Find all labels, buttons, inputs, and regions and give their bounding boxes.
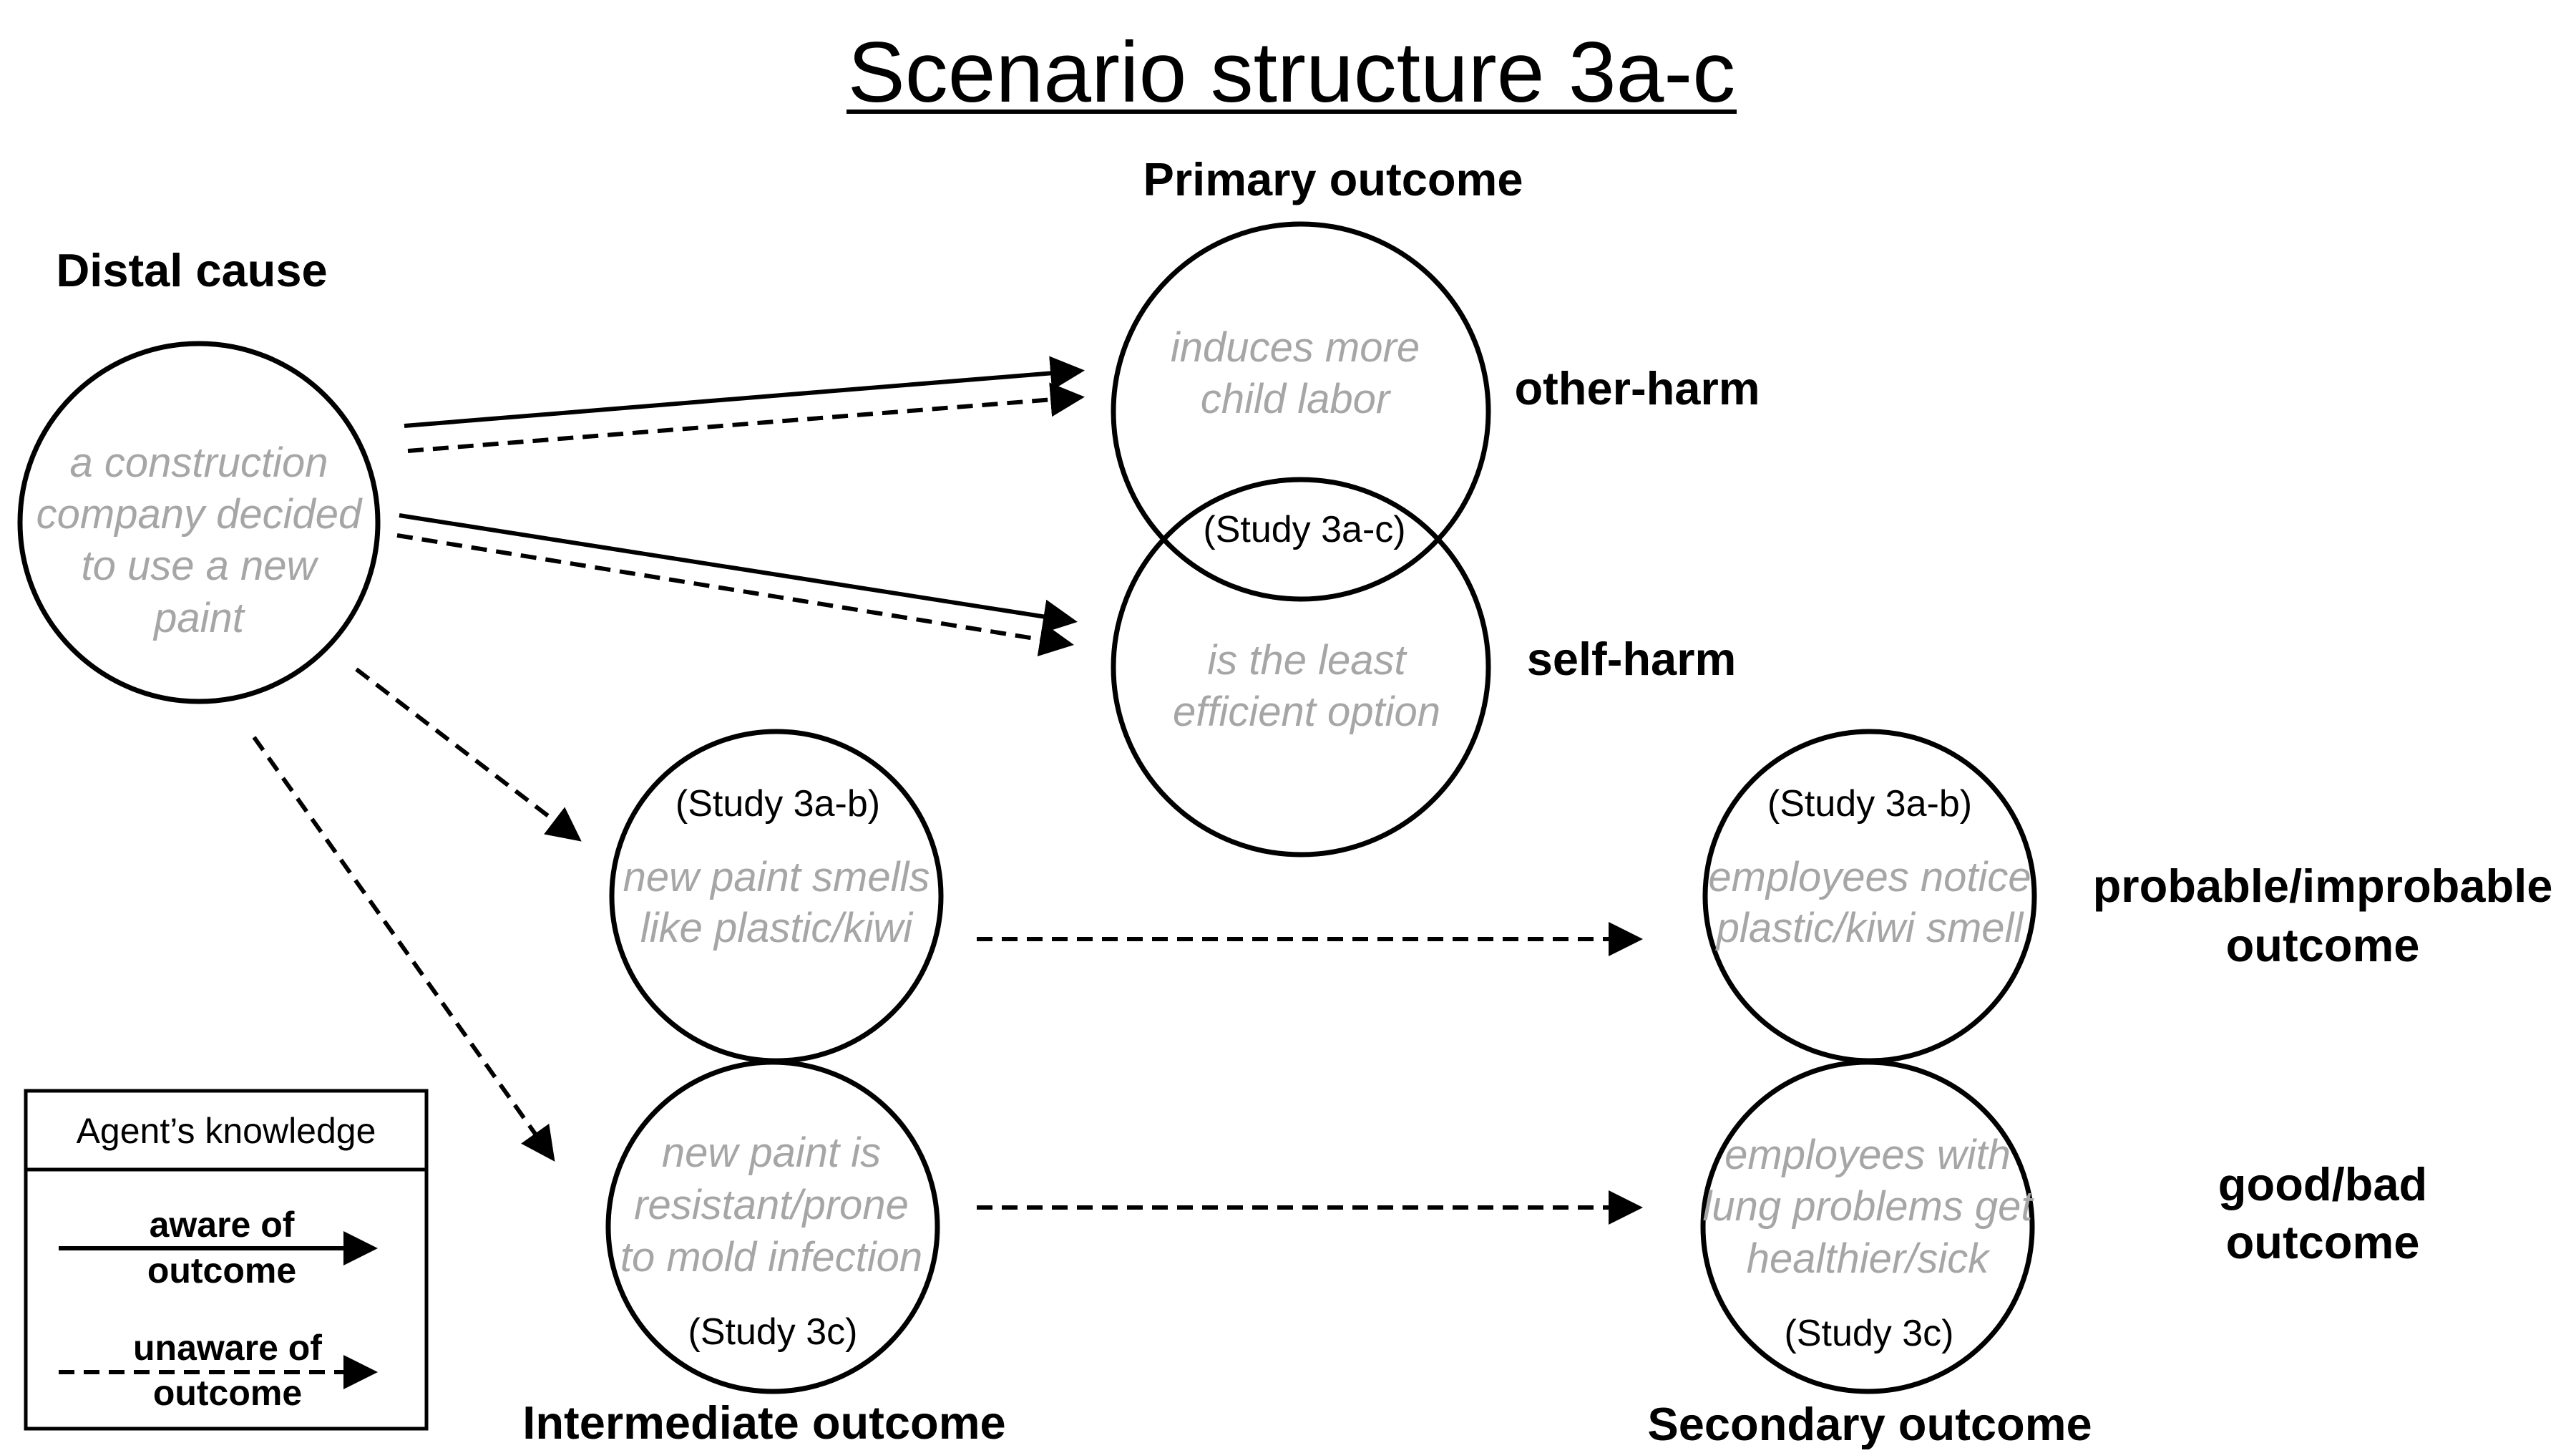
other-harm-text: induces more child labor <box>1171 324 1420 422</box>
probable-improbable-label: probable/improbable <box>2093 860 2553 912</box>
node-text-line: resistant/prone <box>634 1182 909 1228</box>
node-text-line: paint <box>152 595 246 641</box>
self-harm-label: self-harm <box>1527 633 1737 685</box>
intermediate-bottom-text: new paint is resistant/prone to mold inf… <box>620 1129 922 1281</box>
study-label-secondary-top: (Study 3a-b) <box>1767 783 1972 825</box>
unaware-arrow-to-intermediate-bottom <box>252 736 555 1162</box>
probable-improbable-label-line2: outcome <box>2226 919 2420 971</box>
node-text-line: is the least <box>1207 637 1407 684</box>
node-text-line: new paint is <box>662 1129 881 1176</box>
secondary-outcome-heading: Secondary outcome <box>1647 1398 2092 1449</box>
distal-cause-node <box>17 341 381 704</box>
node-text-line: child labor <box>1201 376 1392 422</box>
good-bad-label-line2: outcome <box>2226 1216 2420 1268</box>
study-label-intermediate-bottom: (Study 3c) <box>688 1311 858 1353</box>
other-harm-node <box>1111 221 1491 602</box>
self-harm-node <box>1111 477 1491 857</box>
node-text-line: plastic/kiwi smell <box>1715 905 2025 951</box>
legend-aware-label-line2: outcome <box>147 1250 296 1291</box>
unaware-arrow-to-intermediate-top <box>355 667 582 842</box>
intermediate-outcome-heading: Intermediate outcome <box>522 1396 1005 1449</box>
node-text-line: healthier/sick <box>1747 1235 1991 1282</box>
aware-arrow-to-self-harm <box>399 513 1078 634</box>
node-text-line: company decided <box>36 491 363 538</box>
study-label-secondary-bottom: (Study 3c) <box>1785 1313 1954 1354</box>
node-text-line: lung problems get <box>1702 1183 2034 1230</box>
node-text-line: efficient option <box>1173 689 1440 735</box>
legend: Agent’s knowledge aware of outcome unawa… <box>24 1089 429 1431</box>
unaware-arrow-to-other-harm <box>407 382 1085 453</box>
legend-aware-label: aware of <box>150 1205 295 1245</box>
secondary-bottom-text: employees with lung problems get healthi… <box>1702 1132 2034 1282</box>
legend-unaware-label-line2: outcome <box>153 1373 302 1413</box>
good-bad-label: good/bad <box>2218 1158 2427 1210</box>
node-text-line: new paint smells <box>623 854 930 900</box>
legend-title: Agent’s knowledge <box>77 1111 376 1151</box>
intermediate-bottom-node <box>605 1059 940 1394</box>
page-title: Scenario structure 3a-c <box>848 24 1736 120</box>
primary-outcome-heading: Primary outcome <box>1143 153 1523 205</box>
secondary-bottom-node <box>1700 1059 2035 1394</box>
self-harm-text: is the least efficient option <box>1173 637 1440 735</box>
legend-unaware-label: unaware of <box>133 1328 322 1368</box>
distal-cause-text: a construction company decided to use a … <box>36 439 363 641</box>
node-text-line: employees notice <box>1708 854 2031 900</box>
secondary-top-text: employees notice plastic/kiwi smell <box>1708 854 2031 951</box>
study-label-intermediate-top: (Study 3a-b) <box>675 783 880 825</box>
node-text-line: to use a new <box>82 543 319 589</box>
legend-box <box>24 1089 429 1431</box>
aware-arrow-to-other-harm <box>404 356 1085 428</box>
node-text-line: to mold infection <box>620 1234 922 1281</box>
node-text-line: a construction <box>69 439 328 486</box>
distal-cause-heading: Distal cause <box>56 244 327 296</box>
unaware-arrow-to-self-harm <box>396 533 1074 656</box>
node-text-line: induces more <box>1171 324 1420 371</box>
intermediate-top-text: new paint smells like plastic/kiwi <box>623 854 930 951</box>
other-harm-label: other-harm <box>1514 362 1760 414</box>
node-text-line: like plastic/kiwi <box>640 905 914 951</box>
node-text-line: employees with <box>1724 1132 2011 1178</box>
study-label-primary: (Study 3a-c) <box>1203 509 1405 550</box>
